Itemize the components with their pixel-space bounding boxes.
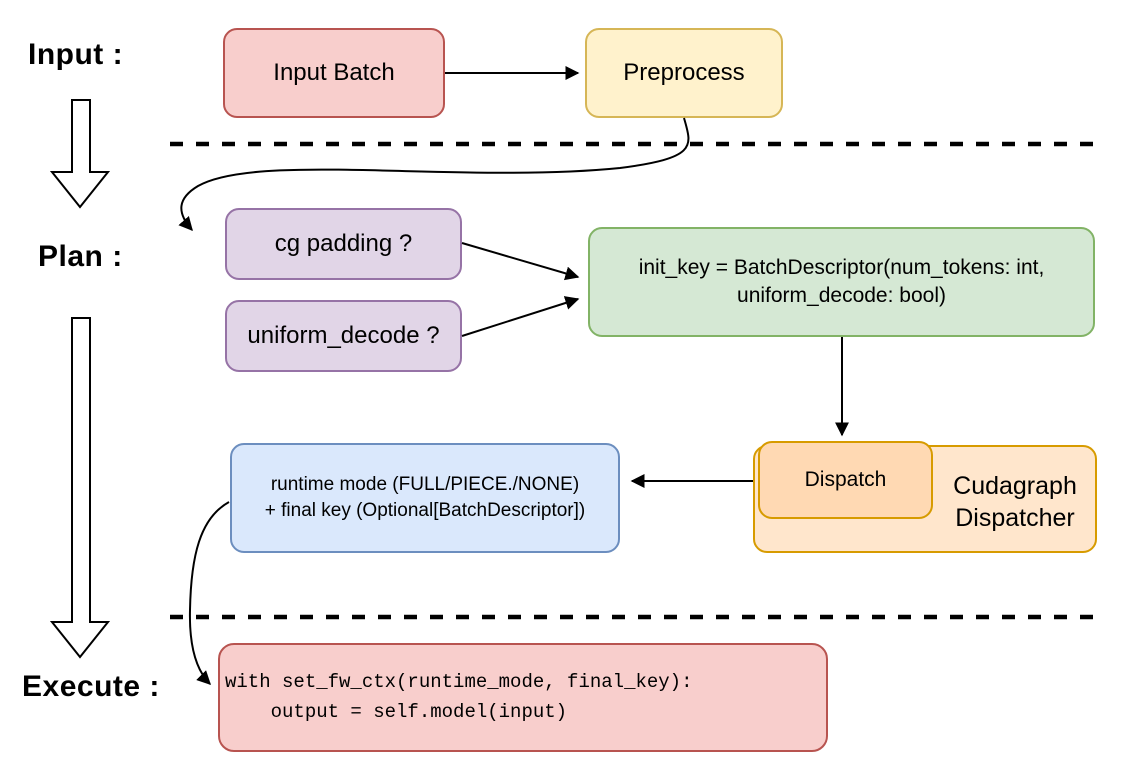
node-execute-code: with set_fw_ctx(runtime_mode, final_key)… [218, 643, 828, 752]
node-input-batch: Input Batch [223, 28, 445, 118]
node-uniform-decode-label: uniform_decode ? [247, 321, 440, 349]
arrow-cg-padding-to-init-key [461, 242, 580, 281]
cudagraph-line2: Dispatcher [955, 504, 1075, 532]
cudagraph-line1: Cudagraph [953, 471, 1077, 500]
hollow-arrow-input-to-plan-icon [49, 99, 111, 209]
stage-label-execute: Execute : [22, 670, 160, 703]
node-preprocess: Preprocess [585, 28, 783, 118]
hollow-arrow-plan-to-execute-icon [49, 317, 111, 659]
code-line1: with set_fw_ctx(runtime_mode, final_key)… [225, 671, 693, 694]
arrow-uniform-decode-to-init-key [461, 296, 580, 337]
node-cg-padding-label: cg padding ? [274, 229, 413, 257]
node-runtime-mode-line1: runtime mode (FULL/PIECE./NONE) [270, 474, 580, 496]
node-init-key-line1: init_key = BatchDescriptor(num_tokens: i… [638, 255, 1045, 279]
node-dispatch: Dispatch [758, 441, 933, 519]
stage-label-plan: Plan : [38, 240, 123, 273]
code-line2: output = self.model(input) [225, 700, 568, 723]
stage-label-input: Input : [28, 38, 124, 71]
node-preprocess-label: Preprocess [623, 58, 745, 86]
node-dispatch-label: Dispatch [804, 467, 887, 491]
node-init-key-line2: uniform_decode: bool) [737, 284, 946, 307]
node-cudagraph-dispatcher-label: Cudagraph Dispatcher [935, 462, 1095, 542]
node-runtime-mode-line2: + final key (Optional[BatchDescriptor]) [264, 500, 586, 521]
node-cg-padding: cg padding ? [225, 208, 462, 280]
node-uniform-decode: uniform_decode ? [225, 300, 462, 372]
node-runtime-mode: runtime mode (FULL/PIECE./NONE) + final … [230, 443, 620, 553]
node-input-batch-label: Input Batch [273, 58, 395, 86]
node-init-key: init_key = BatchDescriptor(num_tokens: i… [588, 227, 1095, 337]
